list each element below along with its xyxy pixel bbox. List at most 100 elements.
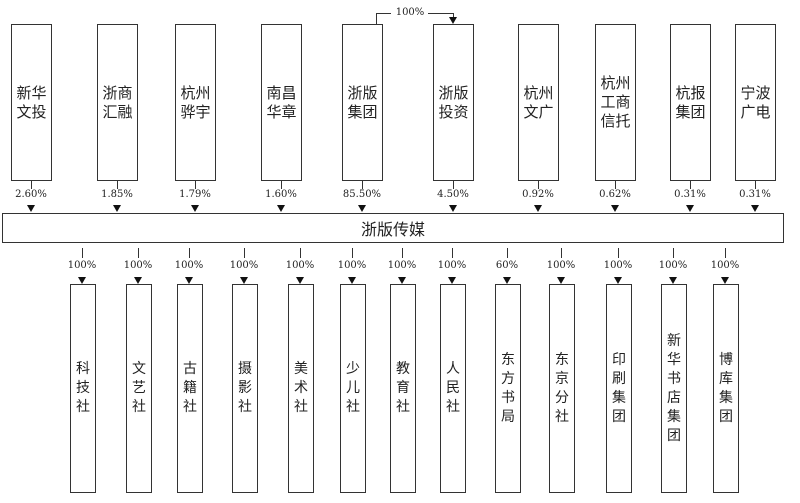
shareholding-pct: 85.50%: [342, 189, 382, 200]
shareholding-pct: 1.79%: [179, 189, 211, 200]
shareholder-name: 杭报集团: [675, 83, 706, 121]
ownership-pct: 100%: [546, 260, 576, 271]
shareholding-pct: 0.31%: [739, 189, 771, 200]
shareholder-name: 浙版集团: [347, 83, 378, 121]
arrow-icon: [534, 205, 542, 212]
subsidiary-name: 美术社: [294, 361, 308, 415]
shareholder-box: 杭州工商信托: [595, 24, 636, 181]
connector-line: [452, 248, 453, 258]
arrow-icon: [240, 277, 248, 284]
connector-line: [138, 248, 139, 258]
arrow-icon: [398, 277, 406, 284]
arrow-icon: [348, 277, 356, 284]
connector-line: [618, 248, 619, 258]
arrow-icon: [296, 277, 304, 284]
subsidiary-box: 科技社: [70, 284, 96, 493]
connector-line: [189, 248, 190, 258]
subsidiary-box: 古籍社: [177, 284, 203, 493]
connector-line: [281, 181, 282, 189]
company-name: 浙版传媒: [360, 220, 425, 239]
shareholder-box: 杭报集团: [670, 24, 711, 181]
arrow-icon: [78, 277, 86, 284]
arrow-icon: [185, 277, 193, 284]
subsidiary-name: 科技社: [76, 361, 90, 415]
ownership-pct: 100%: [437, 260, 467, 271]
arrow-icon: [358, 205, 366, 212]
shareholder-box: 杭州文广: [518, 24, 559, 181]
subsidiary-name: 博库集团: [719, 351, 733, 425]
shareholder-box: 浙商汇融: [97, 24, 138, 181]
subsidiary-name: 文艺社: [132, 361, 146, 415]
connector-line: [376, 13, 377, 24]
subsidiary-name: 东京分社: [555, 351, 569, 425]
subsidiary-box: 博库集团: [713, 284, 739, 493]
connector-line: [352, 248, 353, 258]
ownership-pct: 100%: [337, 260, 367, 271]
connector-line: [538, 181, 539, 189]
connector-line: [300, 248, 301, 258]
shareholder-box: 宁波广电: [735, 24, 776, 181]
ownership-pct: 100%: [123, 260, 153, 271]
shareholding-pct: 4.50%: [437, 189, 469, 200]
connector-line: [31, 181, 32, 189]
ownership-pct: 100%: [229, 260, 259, 271]
arrow-icon: [751, 205, 759, 212]
arrow-icon: [611, 205, 619, 212]
shareholding-pct: 1.60%: [265, 189, 297, 200]
connector-line: [195, 181, 196, 189]
arrow-icon: [503, 277, 511, 284]
subsidiary-box: 新华书店集团: [661, 284, 687, 493]
shareholder-name: 浙商汇融: [102, 83, 133, 121]
subsidiary-box: 少儿社: [340, 284, 366, 493]
subsidiary-box: 东京分社: [549, 284, 575, 493]
shareholder-name: 南昌华章: [266, 83, 297, 121]
connector-line: [376, 13, 403, 14]
connector-line: [244, 248, 245, 258]
group-investment-pct: 100%: [391, 7, 429, 18]
connector-line: [561, 248, 562, 258]
shareholding-pct: 0.31%: [674, 189, 706, 200]
shareholder-box: 杭州骅宇: [175, 24, 216, 181]
shareholder-name: 杭州工商信托: [600, 74, 631, 130]
shareholder-name: 杭州文广: [523, 83, 554, 121]
ownership-pct: 100%: [603, 260, 633, 271]
arrow-icon: [449, 205, 457, 212]
arrow-icon: [448, 277, 456, 284]
subsidiary-box: 人民社: [440, 284, 466, 493]
subsidiary-box: 美术社: [288, 284, 314, 493]
arrow-icon: [614, 277, 622, 284]
subsidiary-name: 教育社: [396, 361, 410, 415]
subsidiary-name: 人民社: [446, 361, 460, 415]
arrow-icon: [557, 277, 565, 284]
arrow-icon: [27, 205, 35, 212]
company-box: 浙版传媒: [2, 213, 784, 243]
connector-line: [117, 181, 118, 189]
subsidiary-box: 摄影社: [232, 284, 258, 493]
arrow-icon: [191, 205, 199, 212]
shareholder-name: 杭州骅宇: [180, 83, 211, 121]
subsidiary-name: 印刷集团: [612, 351, 626, 425]
connector-line: [362, 181, 363, 189]
connector-line: [82, 248, 83, 258]
arrow-icon: [113, 205, 121, 212]
ownership-pct: 100%: [67, 260, 97, 271]
arrow-icon: [669, 277, 677, 284]
shareholding-pct: 2.60%: [15, 189, 47, 200]
connector-line: [725, 248, 726, 258]
connector-line: [453, 181, 454, 189]
connector-line: [428, 13, 453, 14]
shareholder-box: 南昌华章: [261, 24, 302, 181]
subsidiary-box: 印刷集团: [606, 284, 632, 493]
subsidiary-name: 新华书店集团: [667, 332, 681, 444]
arrow-icon: [449, 17, 457, 24]
subsidiary-box: 教育社: [390, 284, 416, 493]
shareholding-pct: 0.62%: [599, 189, 631, 200]
subsidiary-name: 古籍社: [183, 361, 197, 415]
connector-line: [402, 248, 403, 258]
arrow-icon: [721, 277, 729, 284]
shareholder-name: 新华文投: [16, 83, 47, 121]
ownership-pct: 100%: [285, 260, 315, 271]
ownership-pct: 100%: [387, 260, 417, 271]
shareholder-box: 新华文投: [11, 24, 52, 181]
subsidiary-box: 东方书局: [495, 284, 521, 493]
